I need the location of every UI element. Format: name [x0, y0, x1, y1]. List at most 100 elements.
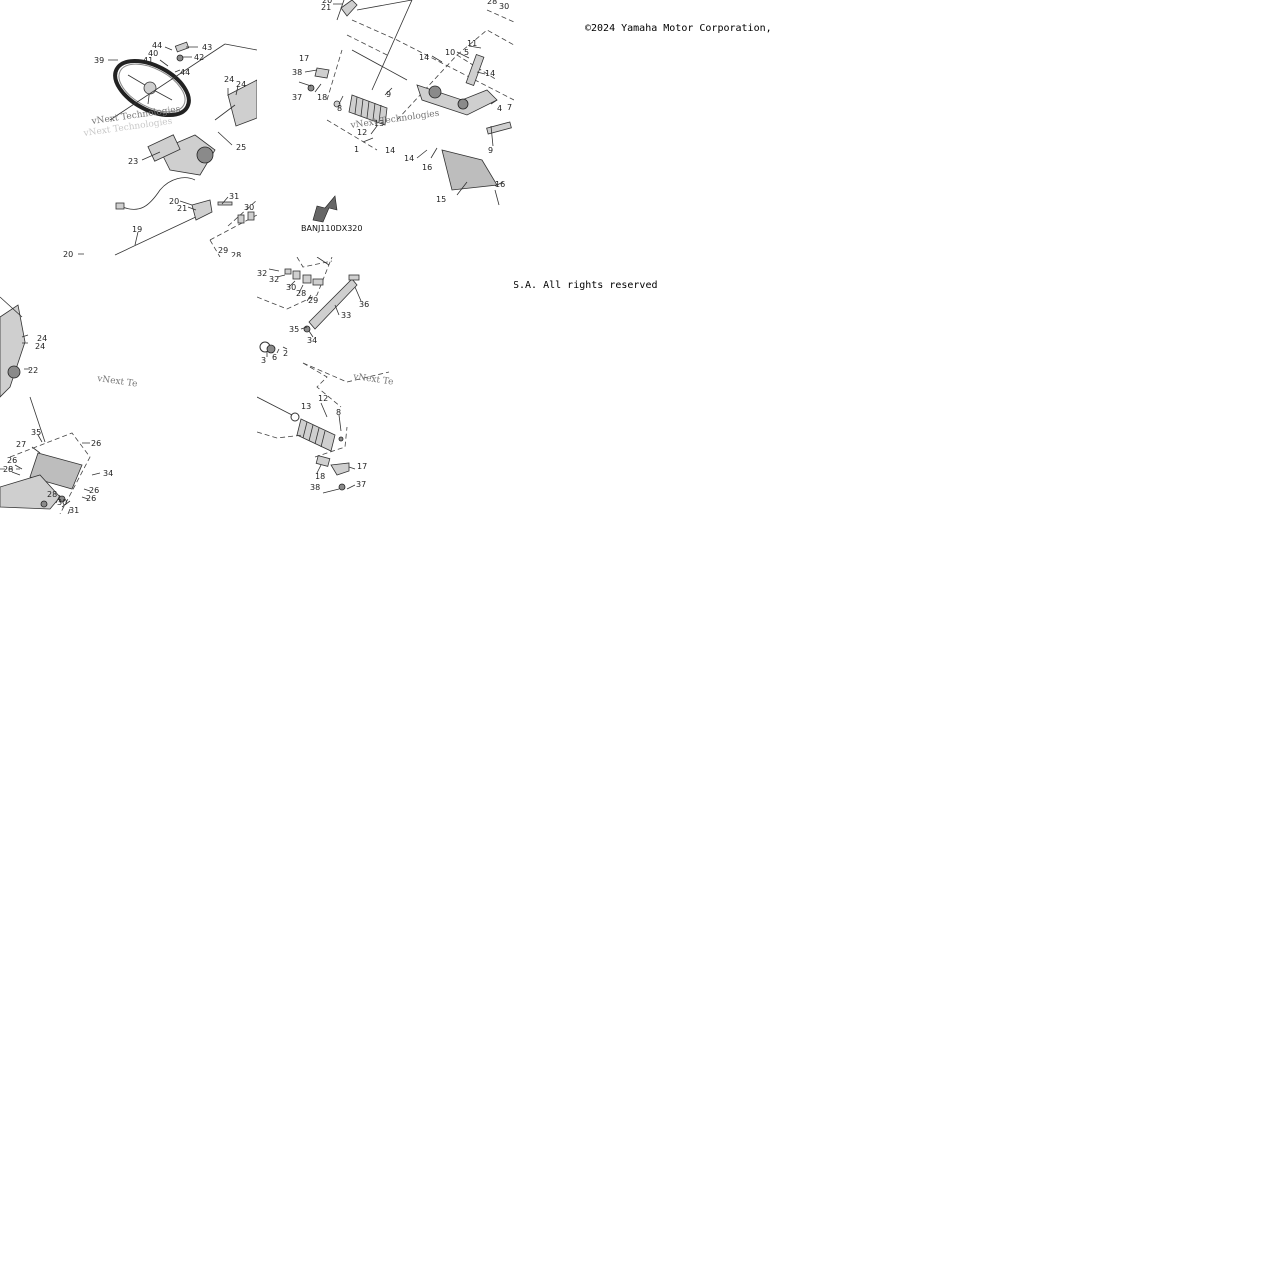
callout-label: 26 [86, 494, 96, 503]
rack-boot [296, 418, 336, 452]
callout-label: 2 [283, 349, 288, 358]
callout-label: 42 [194, 53, 204, 62]
callout-label: 39 [94, 56, 104, 65]
callout-label: 13 [374, 119, 384, 128]
callout-label: 1 [354, 145, 359, 154]
callout-label: 28 [487, 0, 497, 6]
part-callouts: 32 32 30 28 29 33 36 35 34 3 6 2 12 13 8… [257, 269, 369, 492]
callout-label: 10 [445, 48, 455, 57]
callout-label: 30 [57, 498, 67, 507]
part-callouts: 44 40 41 43 42 44 39 24 24 23 25 31 20 2… [63, 41, 254, 257]
callout-label: 17 [299, 54, 309, 63]
callout-label: 21 [177, 204, 187, 213]
callout-label: 20 [63, 250, 73, 257]
callout-label: 32 [269, 275, 279, 284]
diagram-tile-linkage-detail: 32 32 30 28 29 33 36 35 34 3 6 2 12 13 8… [257, 257, 514, 514]
callout-label: 34 [103, 469, 113, 478]
callout-label: 16 [422, 163, 432, 172]
callout-label: 28 [296, 289, 306, 298]
callout-label: 14 [404, 154, 414, 163]
callout-label: 21 [321, 3, 331, 12]
callout-label: 26 [91, 439, 101, 448]
callout-label: 44 [180, 68, 190, 77]
callout-label: 22 [28, 366, 38, 375]
callout-label: 8 [336, 408, 341, 417]
pedal [0, 452, 83, 510]
callout-label: 23 [128, 157, 138, 166]
callout-label: 37 [292, 93, 302, 102]
callout-label: 14 [485, 69, 495, 78]
steering-wheel [113, 58, 191, 118]
part-callouts: 20 21 28 30 17 38 37 18 8 9 14 11 10 5 1… [292, 0, 512, 204]
callout-label: 43 [202, 43, 212, 52]
callout-label: 30 [499, 2, 509, 11]
callout-label: 40 [148, 49, 158, 58]
callout-label: 27 [16, 440, 26, 449]
callout-label: 16 [495, 180, 505, 189]
callout-label: 24 [35, 342, 45, 351]
callout-label: 25 [236, 143, 246, 152]
steering-column [147, 79, 257, 176]
callout-label: 8 [337, 104, 342, 113]
callout-label: 9 [386, 90, 391, 99]
callout-label: 20 [169, 197, 179, 206]
callout-label: 9 [488, 146, 493, 155]
callout-label: 44 [152, 41, 162, 50]
front-direction-arrow-icon [312, 195, 338, 223]
callout-label: 34 [307, 336, 317, 345]
callout-label: 28 [3, 465, 13, 474]
skid-plate [441, 149, 500, 206]
callout-label: 31 [229, 192, 239, 201]
diagram-tile-steering-rack: 20 21 28 30 17 38 37 18 8 9 14 11 10 5 1… [257, 0, 514, 257]
callout-label: 26 [7, 456, 17, 465]
callout-label: 35 [31, 428, 41, 437]
callout-label: 14 [419, 53, 429, 62]
callout-label: 18 [317, 93, 327, 102]
callout-label: 12 [357, 128, 367, 137]
part-callouts: 24 24 22 35 26 27 26 28 34 26 28 30 26 3… [3, 334, 113, 514]
callout-label: 31 [69, 506, 79, 514]
callout-label: 24 [224, 75, 234, 84]
callout-label: 28 [231, 251, 241, 257]
callout-label: 19 [132, 225, 142, 234]
callout-label: 12 [318, 394, 328, 403]
callout-label: 15 [436, 195, 446, 204]
callout-label: 38 [310, 483, 320, 492]
callout-label: 24 [236, 80, 246, 89]
callout-label: 29 [308, 296, 318, 305]
callout-label: 41 [143, 56, 153, 65]
callout-label: 20 [322, 0, 332, 5]
callout-label: 35 [289, 325, 299, 334]
callout-label: 33 [341, 311, 351, 320]
copyright-line-1: ©2024 Yamaha Motor Corporation, U.S [585, 23, 771, 34]
callout-label: 18 [315, 472, 325, 481]
callout-label: 38 [292, 68, 302, 77]
diagram-tile-steering-column: 44 40 41 43 42 44 39 24 24 23 25 31 20 2… [0, 0, 257, 257]
copyright-line-2: S.A. All rights reserved [513, 280, 658, 291]
callout-label: 13 [301, 402, 311, 411]
callout-label: 30 [286, 283, 296, 292]
callout-label: 36 [359, 300, 369, 309]
callout-label: 32 [257, 269, 267, 278]
callout-label: 11 [467, 39, 477, 48]
diagram-tile-pedal-assembly: 24 24 22 35 26 27 26 28 34 26 28 30 26 3… [0, 257, 257, 514]
callout-label: 5 [464, 48, 469, 57]
watermark-text: vNext Te [96, 374, 138, 390]
callout-label: 26 [89, 486, 99, 495]
callout-label: 3 [261, 356, 266, 365]
callout-label: 7 [507, 103, 512, 112]
callout-label: 30 [244, 203, 254, 212]
callout-label: 17 [357, 462, 367, 471]
rack-housing [416, 54, 512, 135]
callout-label: 14 [385, 146, 395, 155]
rack-boot [348, 94, 388, 126]
diagram-code: BANJ110DX320 [301, 224, 362, 233]
callout-label: 28 [47, 490, 57, 499]
callout-label: 37 [356, 480, 366, 489]
callout-label: 24 [37, 334, 47, 343]
callout-label: 29 [218, 246, 228, 255]
steering-damper [303, 274, 360, 333]
callout-label: 6 [272, 353, 277, 362]
callout-label: 4 [497, 104, 502, 113]
watermark-text: vNext Te [352, 372, 394, 388]
